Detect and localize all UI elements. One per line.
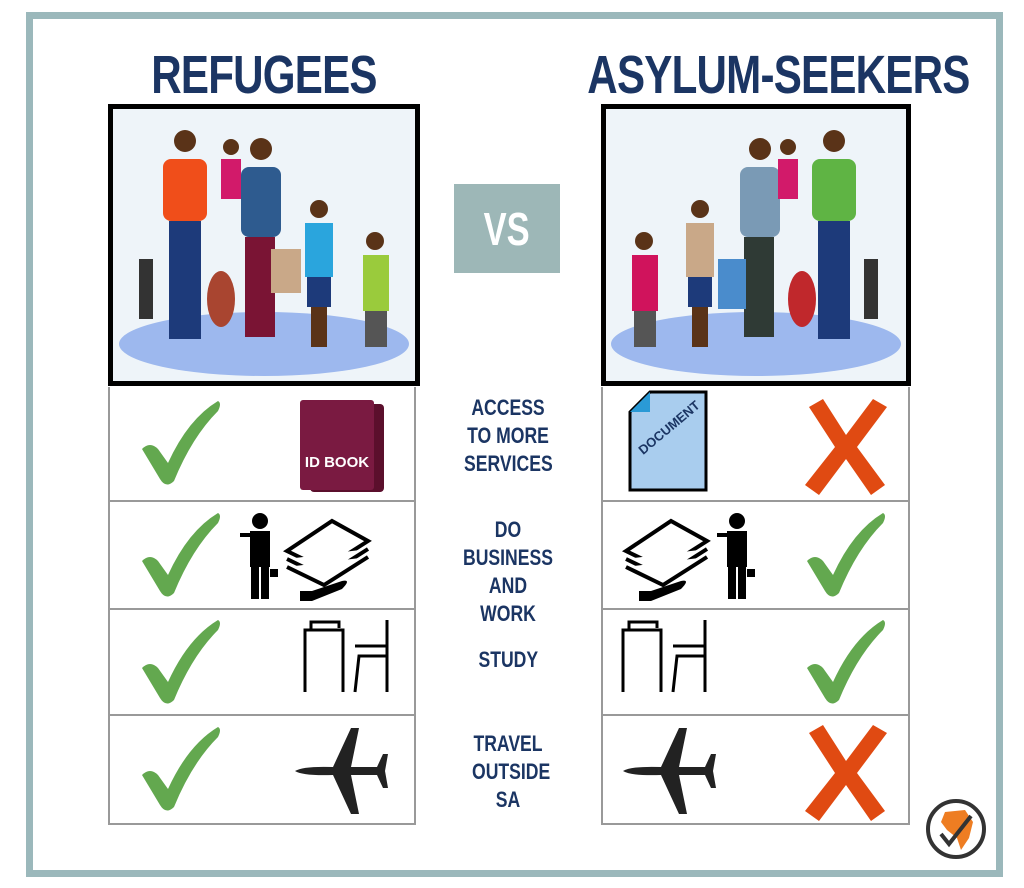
checkmark-icon xyxy=(801,616,891,711)
airplane-icon xyxy=(293,726,389,816)
checkmark-icon xyxy=(136,397,226,492)
row-label-services: ACCESS TO MORE SERVICES xyxy=(430,394,586,478)
refugees-title: REFUGEES xyxy=(151,45,377,105)
checkmark-icon xyxy=(136,723,226,818)
business-work-icon xyxy=(621,511,755,601)
desk-chair-icon xyxy=(621,618,711,694)
label-text: DO BUSINESS AND WORK xyxy=(463,517,553,626)
id-book-icon: ID BOOK xyxy=(298,398,386,494)
id-book-label: ID BOOK xyxy=(304,454,370,471)
checkmark-icon xyxy=(136,616,226,711)
checkmark-icon xyxy=(136,509,226,604)
woman-figure xyxy=(718,138,798,337)
right-row-2 xyxy=(601,610,910,716)
girl-figure xyxy=(632,232,658,347)
boy-figure xyxy=(686,200,714,347)
woman-figure xyxy=(207,138,301,337)
refugee-family-illustration xyxy=(108,104,420,386)
airplane-icon xyxy=(621,726,717,816)
label-text: STUDY xyxy=(478,647,538,672)
document-icon: DOCUMENT xyxy=(628,390,708,492)
asylum-seeker-family-illustration xyxy=(601,104,911,386)
row-label-business: DO BUSINESS AND WORK xyxy=(430,516,586,628)
girl-figure xyxy=(363,232,389,347)
cross-icon xyxy=(801,723,891,828)
boy-figure xyxy=(305,200,333,347)
man-figure xyxy=(788,130,878,339)
left-row-2 xyxy=(108,610,416,716)
vs-text: VS xyxy=(483,202,531,255)
label-text: TRAVEL OUTSIDE SA xyxy=(472,731,551,812)
vs-badge: VS xyxy=(454,184,560,273)
checkmark-icon xyxy=(801,509,891,604)
row-label-travel: TRAVEL OUTSIDE SA xyxy=(430,730,586,814)
desk-chair-icon xyxy=(303,618,393,694)
business-work-icon xyxy=(238,511,372,601)
label-text: ACCESS TO MORE SERVICES xyxy=(464,395,553,476)
infographic-frame xyxy=(26,12,1003,877)
asylum-seekers-title: ASYLUM-SEEKERS xyxy=(587,45,970,105)
man-figure xyxy=(139,130,207,339)
cross-icon xyxy=(801,397,891,502)
row-label-study: STUDY xyxy=(430,646,586,674)
africa-check-logo xyxy=(925,798,987,860)
